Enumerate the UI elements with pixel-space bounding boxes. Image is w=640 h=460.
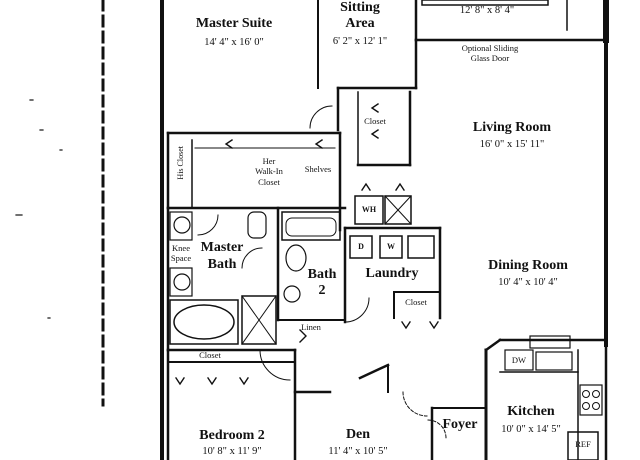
dining-room-label: Dining Room [488, 258, 568, 273]
shelves-label: Shelves [304, 164, 332, 174]
bath2-label-line1: Bath [307, 267, 337, 282]
top-room-dims: 12' 8" x 8' 4" [459, 5, 515, 16]
master-suite-dims: 14' 4" x 16' 0" [204, 37, 264, 48]
dryer-label: D [358, 242, 364, 251]
sliding-door-note-line2: Glass Door [470, 53, 510, 63]
foyer-label: Foyer [442, 417, 478, 432]
master-bath-label-line2: Bath [207, 257, 237, 272]
walkin-closet-line1: Her [262, 156, 276, 166]
knee-space-line1: Knee [172, 243, 190, 253]
bedroom2-label: Bedroom 2 [199, 428, 265, 443]
sitting-area-label-line1: Sitting [340, 0, 380, 15]
laundry-label: Laundry [365, 266, 419, 281]
master-suite-label: Master Suite [195, 16, 273, 31]
linen-label: Linen [301, 322, 321, 332]
his-closet-label: His Closet [176, 146, 185, 180]
walkin-closet-line2: Walk-In [255, 166, 283, 176]
bedroom2-dims: 10' 8" x 11' 9" [202, 446, 262, 457]
kitchen-label: Kitchen [507, 404, 555, 419]
den-dims: 11' 4" x 10' 5" [328, 446, 388, 457]
sliding-door-note-line1: Optional Sliding [461, 43, 519, 53]
washer-label: W [387, 242, 395, 251]
sitting-closet-label: Closet [364, 116, 386, 126]
kitchen-dims: 10' 0" x 14' 5" [501, 424, 561, 435]
sitting-area-dims: 6' 2" x 12' 1" [332, 36, 388, 47]
knee-space-line2: Space [170, 253, 192, 263]
sitting-area-label-line2: Area [345, 16, 375, 31]
laundry-closet-label: Closet [405, 297, 427, 307]
dishwasher-label: DW [511, 355, 527, 365]
bath2-label-line2: 2 [318, 283, 326, 298]
water-heater-label: WH [361, 205, 377, 214]
living-room-label: Living Room [472, 120, 552, 135]
walkin-closet-line3: Closet [258, 177, 280, 187]
living-room-dims: 16' 0" x 15' 11" [479, 139, 545, 150]
dining-room-dims: 10' 4" x 10' 4" [498, 277, 558, 288]
den-label: Den [345, 427, 371, 442]
master-bath-label-line1: Master [200, 240, 244, 255]
refrigerator-label: REF [575, 439, 591, 449]
bedroom-closet-label: Closet [199, 350, 221, 360]
